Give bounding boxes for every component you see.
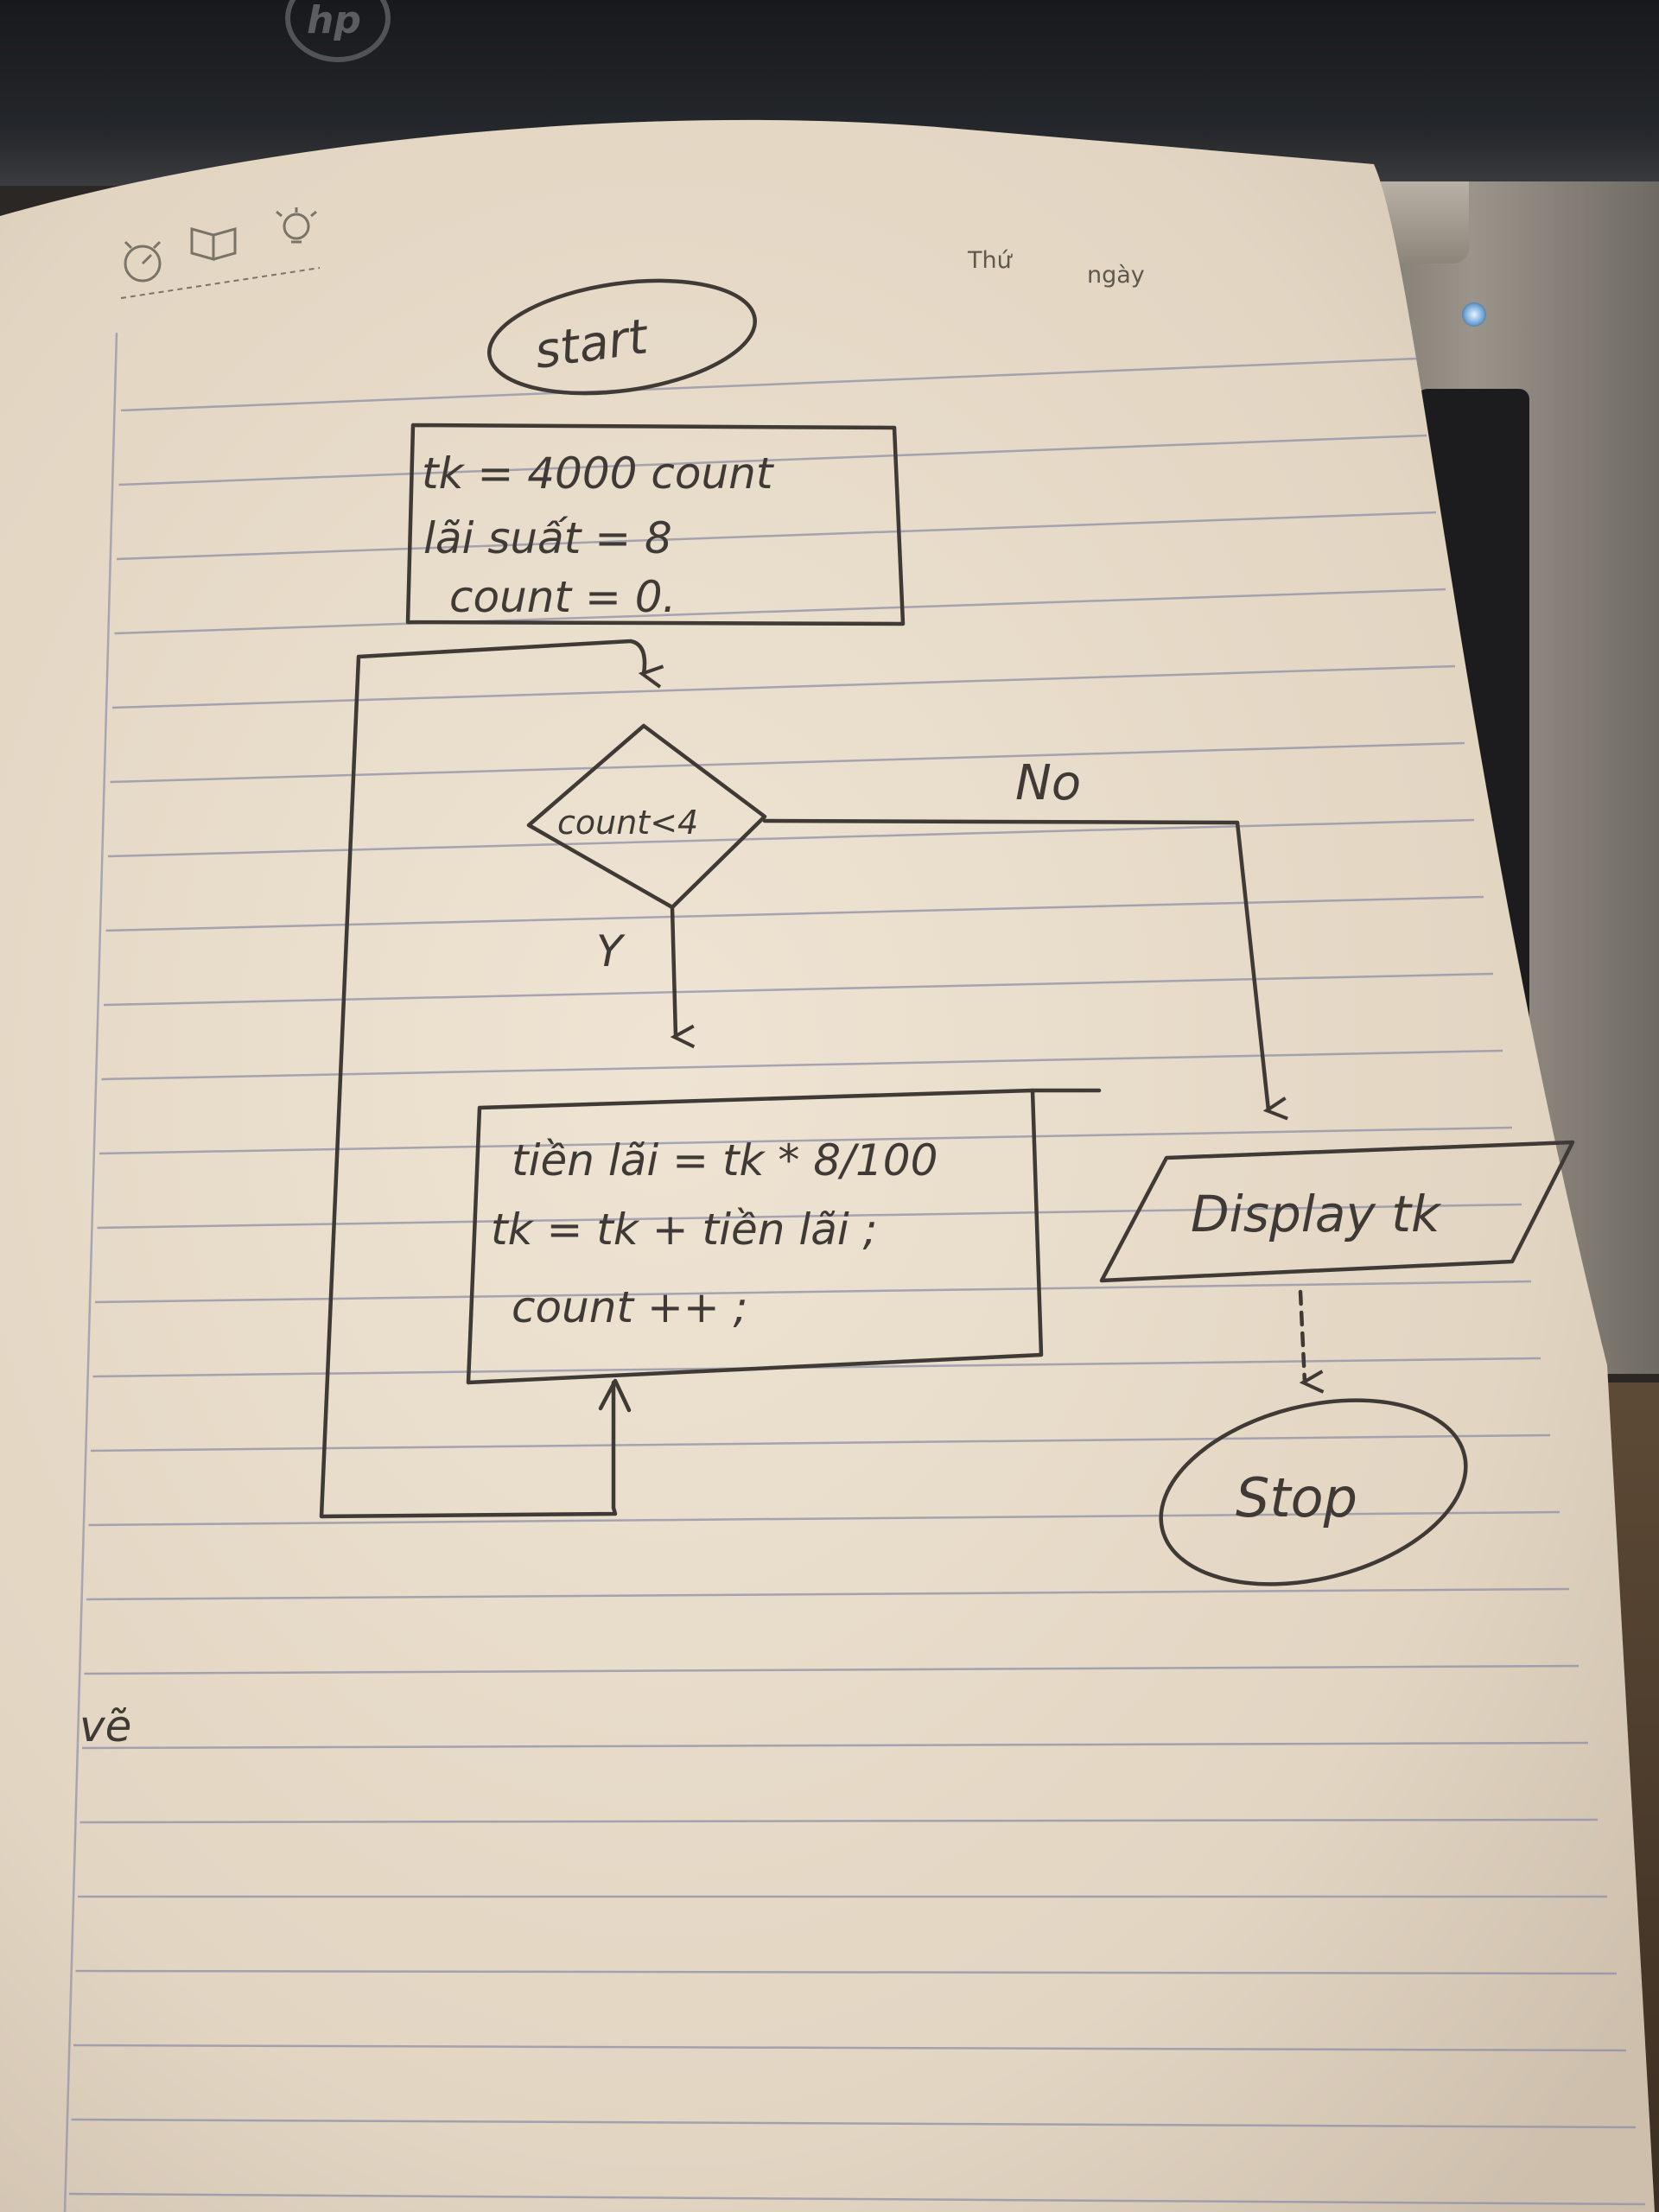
margin-note: vẽ xyxy=(79,1701,131,1751)
light-bulb-icon xyxy=(276,207,317,244)
ruled-lines xyxy=(68,357,1646,2206)
ruled-line xyxy=(71,2118,1637,2129)
ruled-line xyxy=(105,895,1484,932)
ruled-line xyxy=(75,1969,1618,1975)
ruled-line xyxy=(79,1818,1599,1824)
ruled-line xyxy=(116,511,1437,561)
process-line-1: tiền lãi = tk * 8/100 xyxy=(512,1135,938,1185)
ruled-line xyxy=(114,588,1446,635)
ruled-line xyxy=(94,1280,1532,1304)
margin-line xyxy=(63,332,118,2212)
laptop-logo xyxy=(285,0,391,62)
ruled-line xyxy=(84,1664,1580,1675)
book-icon xyxy=(190,227,237,261)
header-underline xyxy=(120,267,321,299)
init-box xyxy=(405,423,906,626)
output-parallelogram xyxy=(1099,1140,1575,1283)
flowchart xyxy=(319,278,1575,1586)
yes-arrow xyxy=(672,905,676,1037)
day-label: Thứ xyxy=(967,247,1014,274)
date-label: ngày xyxy=(1087,262,1145,289)
output-to-stop-arrow xyxy=(1298,1289,1305,1382)
stop-terminal xyxy=(1159,1398,1468,1586)
init-line-3: count = 0. xyxy=(449,572,676,622)
ruled-line xyxy=(101,1049,1503,1081)
output-label: Display tk xyxy=(1191,1185,1442,1243)
ruled-line xyxy=(118,434,1427,486)
ruled-line xyxy=(90,1433,1551,1452)
init-line-1: tk = 4000 count xyxy=(422,448,775,499)
process-line-2: tk = tk + tiền lãi ; xyxy=(491,1205,878,1255)
ruled-line xyxy=(110,741,1465,784)
stop-label: Stop xyxy=(1236,1466,1357,1529)
alarm-clock-icon xyxy=(124,240,162,283)
notebook-page xyxy=(0,119,1655,2212)
laptop-logo-letters: hp xyxy=(307,0,361,42)
yes-label: Y xyxy=(596,926,626,976)
no-label: No xyxy=(1015,755,1081,811)
power-led xyxy=(1462,302,1486,327)
ruled-line xyxy=(111,664,1456,709)
process-box xyxy=(466,1088,1044,1385)
ruled-line xyxy=(99,1126,1513,1155)
decision-label: count<4 xyxy=(557,804,698,842)
ruled-line xyxy=(120,357,1418,412)
init-line-2: lãi suất = 8 xyxy=(423,513,672,563)
ruled-line xyxy=(68,2192,1646,2206)
ruled-line xyxy=(86,1587,1570,1601)
no-arrow xyxy=(762,818,1268,1110)
ruled-line xyxy=(103,972,1494,1007)
process-line-3: count ++ ; xyxy=(512,1282,748,1332)
start-terminal xyxy=(487,278,757,396)
ruled-line xyxy=(81,1741,1589,1750)
loop-back-line xyxy=(319,639,645,1519)
ruled-line xyxy=(107,818,1475,858)
loop-entry-arrowhead xyxy=(598,1378,632,1413)
ruled-line xyxy=(73,2044,1627,2052)
ruled-line xyxy=(88,1510,1560,1527)
